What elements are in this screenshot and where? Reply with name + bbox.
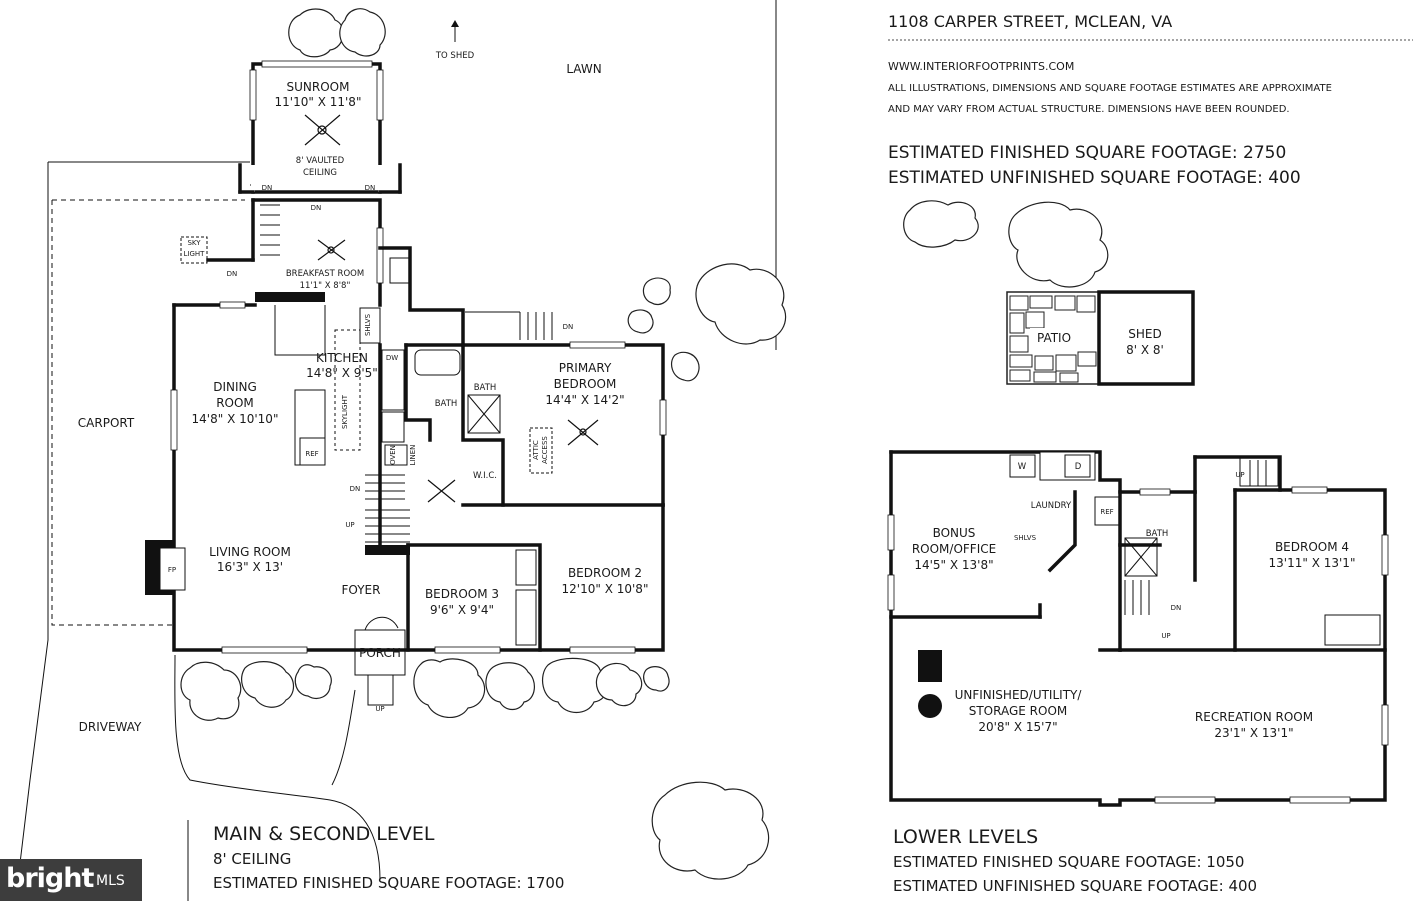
dn-label: DN [365, 184, 376, 192]
sunroom-dims: 11'10" X 11'8" [275, 95, 362, 109]
lower-up-label: UP [1235, 471, 1244, 479]
dn-label: DN [262, 184, 273, 192]
vaulted-line-1: 8' VAULTED [296, 156, 345, 166]
patio-label: PATIO [1037, 331, 1071, 345]
lower-up-label: UP [1161, 632, 1170, 640]
walk-in-closet-label: W.I.C. [473, 471, 497, 481]
lower-level-finished-sqft: ESTIMATED FINISHED SQUARE FOOTAGE: 1050 [893, 853, 1244, 871]
up-label: UP [345, 521, 354, 529]
main-level-finished-sqft: ESTIMATED FINISHED SQUARE FOOTAGE: 1700 [213, 874, 564, 892]
lower-level-labels: W D LAUNDRY REF SHLVS BATH UP DN UP BONU… [893, 462, 1355, 895]
shed-patio [1006, 290, 1195, 386]
bath-label-2: BATH [435, 399, 458, 409]
dn-label: DN [227, 270, 238, 278]
dn-label: DN [563, 323, 574, 331]
lower-ref-label: REF [1100, 508, 1113, 516]
sunroom-label: SUNROOM [287, 80, 350, 94]
vaulted-line-2: CEILING [303, 168, 337, 178]
shed-labels: PATIO SHED 8' X 8' [1030, 327, 1164, 357]
living-room-dims: 16'3" X 13' [217, 560, 283, 574]
to-shed-label: TO SHED [435, 51, 475, 61]
watermark-brand: bright [6, 863, 94, 894]
bedroom-2-dims: 12'10" X 10'8" [562, 582, 649, 596]
skylight-label: SKYLIGHT [341, 394, 349, 429]
oven-label: OVEN [389, 445, 397, 465]
site-lines [17, 0, 777, 901]
lower-level-walls [887, 450, 1389, 807]
website-text: WWW.INTERIORFOOTPRINTS.COM [888, 60, 1074, 73]
main-level-labels: SUNROOM 11'10" X 11'8" 8' VAULTED CEILIN… [78, 51, 649, 892]
dn-label: DN [350, 485, 361, 493]
disclaimer-line-2: AND MAY VARY FROM ACTUAL STRUCTURE. DIME… [888, 104, 1290, 115]
lower-dn-label: DN [1171, 604, 1182, 612]
living-room-label: LIVING ROOM [209, 545, 291, 559]
disclaimer-line-1: ALL ILLUSTRATIONS, DIMENSIONS AND SQUARE… [888, 83, 1332, 94]
recreation-room-dims: 23'1" X 13'1" [1214, 726, 1293, 740]
porch-label: PORCH [359, 646, 401, 660]
bedroom-3-dims: 9'6" X 9'4" [430, 603, 494, 617]
lower-bath-label: BATH [1146, 529, 1169, 539]
up-label: UP [375, 705, 384, 713]
dn-label: DN [311, 204, 322, 212]
sky-light-line-2: LIGHT [184, 250, 206, 258]
driveway-label: DRIVEWAY [79, 720, 142, 734]
main-level-walls [145, 60, 667, 706]
primary-bedroom-label-1: PRIMARY [559, 361, 612, 375]
bedroom-4-label: BEDROOM 4 [1275, 540, 1349, 554]
dryer-label: D [1075, 462, 1082, 472]
shelves-label: SHLVS [364, 313, 372, 336]
address-title: 1108 CARPER STREET, MCLEAN, VA [888, 12, 1172, 31]
kitchen-dims: 14'8" X 9'5" [306, 366, 378, 380]
attic-access-line-1: ATTIC [532, 440, 540, 460]
primary-bedroom-dims: 14'4" X 14'2" [545, 393, 624, 407]
total-finished-sqft: ESTIMATED FINISHED SQUARE FOOTAGE: 2750 [888, 143, 1286, 163]
lower-level-title: LOWER LEVELS [893, 826, 1038, 848]
primary-bedroom-label-2: BEDROOM [554, 377, 617, 391]
dining-room-label-1: DINING [213, 380, 257, 394]
washer-label: W [1018, 462, 1027, 472]
recreation-room-label: RECREATION ROOM [1195, 710, 1313, 724]
attic-access-line-2: ACCESS [541, 436, 549, 464]
bedroom-4-dims: 13'11" X 13'1" [1269, 556, 1356, 570]
dining-room-label-2: ROOM [216, 396, 254, 410]
dishwasher-label: DW [386, 354, 398, 362]
lower-shelves-label: SHLVS [1014, 534, 1037, 542]
shed-dims: 8' X 8' [1126, 343, 1164, 357]
fireplace-label: FP [168, 566, 176, 574]
lawn-label: LAWN [566, 62, 601, 76]
bright-mls-watermark: bright MLS [0, 859, 142, 901]
total-unfinished-sqft: ESTIMATED UNFINISHED SQUARE FOOTAGE: 400 [888, 168, 1301, 188]
main-level-ceiling: 8' CEILING [213, 850, 291, 868]
landscape-trees [180, 8, 1109, 880]
utility-room-label-2: STORAGE ROOM [969, 704, 1068, 718]
foyer-label: FOYER [342, 583, 381, 597]
utility-room-label-1: UNFINISHED/UTILITY/ [955, 688, 1083, 702]
breakfast-room-label: BREAKFAST ROOM [286, 269, 364, 279]
bonus-room-label-2: ROOM/OFFICE [912, 542, 996, 556]
kitchen-label: KITCHEN [316, 351, 368, 365]
bedroom-2-label: BEDROOM 2 [568, 566, 642, 580]
laundry-label: LAUNDRY [1031, 501, 1072, 511]
watermark-suffix: MLS [96, 873, 125, 889]
main-level-title: MAIN & SECOND LEVEL [213, 823, 435, 845]
bath-label: BATH [474, 383, 497, 393]
bedroom-3-label: BEDROOM 3 [425, 587, 499, 601]
header-block: 1108 CARPER STREET, MCLEAN, VA WWW.INTER… [888, 12, 1413, 188]
sky-light-line-1: SKY [187, 239, 201, 247]
utility-room-dims: 20'8" X 15'7" [978, 720, 1057, 734]
linen-label: LINEN [409, 445, 417, 466]
bonus-room-label-1: BONUS [933, 526, 976, 540]
shed-label: SHED [1128, 327, 1161, 341]
lower-level-unfinished-sqft: ESTIMATED UNFINISHED SQUARE FOOTAGE: 400 [893, 877, 1257, 895]
refrigerator-label: REF [305, 450, 318, 458]
breakfast-room-dims: 11'1" X 8'8" [300, 281, 351, 291]
dining-room-dims: 14'8" X 10'10" [192, 412, 279, 426]
bonus-room-dims: 14'5" X 13'8" [914, 558, 993, 572]
carport-label: CARPORT [78, 416, 135, 430]
